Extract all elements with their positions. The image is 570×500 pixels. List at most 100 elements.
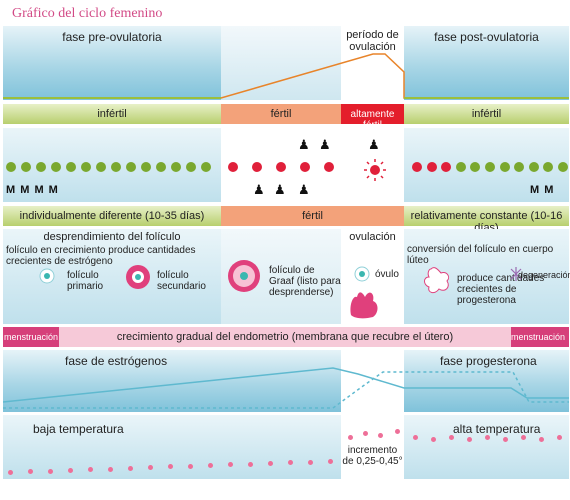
- m-symbols-left: M M M M: [6, 184, 59, 196]
- infertile-day-dot: [558, 162, 568, 172]
- m-symbols-right: M M: [530, 184, 555, 196]
- infertile-day-dot: [499, 162, 510, 172]
- temperature-dot: [378, 433, 383, 438]
- temperature-dot: [521, 435, 526, 440]
- temperature-dot: [208, 463, 213, 468]
- person-icon: ♟: [298, 137, 310, 152]
- infertile-left-label: infértil: [97, 108, 127, 120]
- highly-fertile-label: altamente fértil: [350, 109, 395, 131]
- infertile-day-dot: [126, 162, 136, 172]
- temperature-dot: [228, 462, 233, 468]
- person-icon: ♟: [319, 137, 331, 152]
- infertile-right-label: infértil: [471, 108, 502, 120]
- fertile-day-dot: [412, 162, 422, 172]
- temperature-dot: [503, 437, 508, 442]
- high-temperature-label: alta temperatura: [453, 422, 541, 436]
- temperature-dot: [308, 459, 313, 465]
- infertile-day-dot: [141, 162, 151, 172]
- infertile-day-dot: [36, 162, 46, 172]
- temperature-dot: [68, 467, 73, 473]
- infertile-day-dot: [455, 162, 466, 172]
- infertile-day-dot: [66, 162, 76, 172]
- secondary-follicle-label: folículo secundario: [157, 270, 206, 292]
- temperature-dot: [557, 435, 562, 440]
- infertile-day-dot: [514, 162, 525, 172]
- temperature-dot: [148, 465, 153, 471]
- temperature-dot: [485, 435, 490, 440]
- duration-left-label: individualmente diferente (10-35 días): [19, 210, 205, 222]
- infertile-day-dot: [111, 162, 121, 172]
- temperature-increase-label: incremento de 0,25-0,45°: [342, 445, 403, 467]
- estrogen-phase-label: fase de estrógenos: [65, 354, 168, 368]
- graaf-follicle-icon: [228, 260, 260, 292]
- temperature-dot: [413, 435, 418, 440]
- fertility-row: infértil fértil altamente fértil inférti…: [3, 104, 569, 131]
- fertile-label: fértil: [270, 108, 292, 120]
- phase-pre-label: fase pre-ovulatoria: [62, 30, 162, 44]
- person-icon: ♟: [253, 182, 265, 197]
- degeneration-icon: [510, 267, 522, 281]
- temperature-dot: [363, 431, 368, 436]
- infertile-day-dot: [543, 162, 554, 172]
- infertile-day-dot: [6, 162, 16, 172]
- degeneration-label: degeneración: [518, 270, 570, 280]
- fertile-day-dot: [228, 162, 238, 172]
- ovulation-label: ovulación: [349, 231, 396, 243]
- temperature-dot: [348, 435, 353, 440]
- temperature-dot: [467, 437, 472, 442]
- temperature-dot: [449, 435, 454, 440]
- temperature-dot: [248, 461, 253, 467]
- phase-band: fase pre-ovulatoria período de ovulación…: [3, 26, 569, 100]
- fertile-day-dot: [426, 162, 437, 172]
- fertile-day-dot: [276, 162, 286, 172]
- endometrium-row: menstruación crecimiento gradual del end…: [3, 327, 569, 347]
- temperature-dot: [188, 463, 193, 469]
- infertile-day-dot: [96, 162, 106, 172]
- chart-title: Gráfico del ciclo femenino: [12, 6, 163, 21]
- person-icon: ♟: [368, 137, 380, 152]
- infertile-day-dot: [201, 162, 211, 172]
- fertile-day-dot: [441, 162, 452, 172]
- menstruation-left-label: menstruación: [4, 332, 59, 342]
- temperature-dot: [395, 429, 400, 434]
- follicle-band: desprendimiento del folículo folículo en…: [3, 229, 570, 324]
- temperature-dot: [328, 458, 333, 464]
- days-band: M M M M M M ♟ ♟ ♟ ♟ ♟ ♟: [3, 128, 569, 202]
- temperature-band: baja temperatura incremento de 0,25-0,45…: [3, 415, 569, 479]
- detach-title: desprendimiento del folículo: [43, 231, 181, 243]
- low-temperature-label: baja temperatura: [33, 422, 124, 436]
- graaf-follicle-label: folículo de Graaf (listo para desprender…: [269, 265, 341, 298]
- fertile-day-dot: [252, 162, 262, 172]
- temperature-dot: [288, 460, 293, 466]
- ovule-icon: [354, 266, 370, 282]
- temperature-dot: [48, 468, 53, 474]
- infertile-day-dot: [485, 162, 495, 172]
- person-icon: ♟: [298, 182, 310, 197]
- hormone-band: fase de estrógenos fase progesterona: [3, 350, 569, 412]
- temperature-dot: [28, 469, 33, 475]
- duration-fertile-label: fértil: [302, 210, 323, 222]
- infertile-day-dot: [21, 162, 31, 172]
- phase-post-label: fase post-ovulatoria: [434, 30, 539, 44]
- fertile-day-dot: [324, 162, 334, 172]
- ovule-burst-icon: [364, 159, 386, 181]
- temperature-dot: [539, 437, 544, 442]
- conversion-label: conversión del folículo en cuerpo lúteo: [407, 244, 554, 266]
- ruptured-follicle-icon: [350, 292, 378, 319]
- primary-follicle-label: folículo primario: [67, 270, 104, 292]
- infertile-day-dot: [186, 162, 196, 172]
- temperature-dot: [168, 464, 173, 470]
- ovulation-period-label: período de ovulación: [346, 29, 399, 53]
- ovulation-curve: [3, 53, 569, 99]
- infertile-day-dot: [171, 162, 181, 172]
- temperature-dot: [268, 460, 273, 466]
- infertile-day-dot: [156, 162, 166, 172]
- duration-row: individualmente diferente (10-35 días) f…: [3, 206, 569, 234]
- progesterone-produce-label: produce cantidades crecientes de progest…: [457, 273, 545, 306]
- temperature-dot: [128, 465, 133, 471]
- person-icon: ♟: [274, 182, 286, 197]
- secondary-follicle-icon: [126, 265, 150, 289]
- progesterone-phase-label: fase progesterona: [440, 354, 537, 368]
- hormone-curves: [3, 367, 569, 409]
- infertile-day-dot: [470, 162, 481, 172]
